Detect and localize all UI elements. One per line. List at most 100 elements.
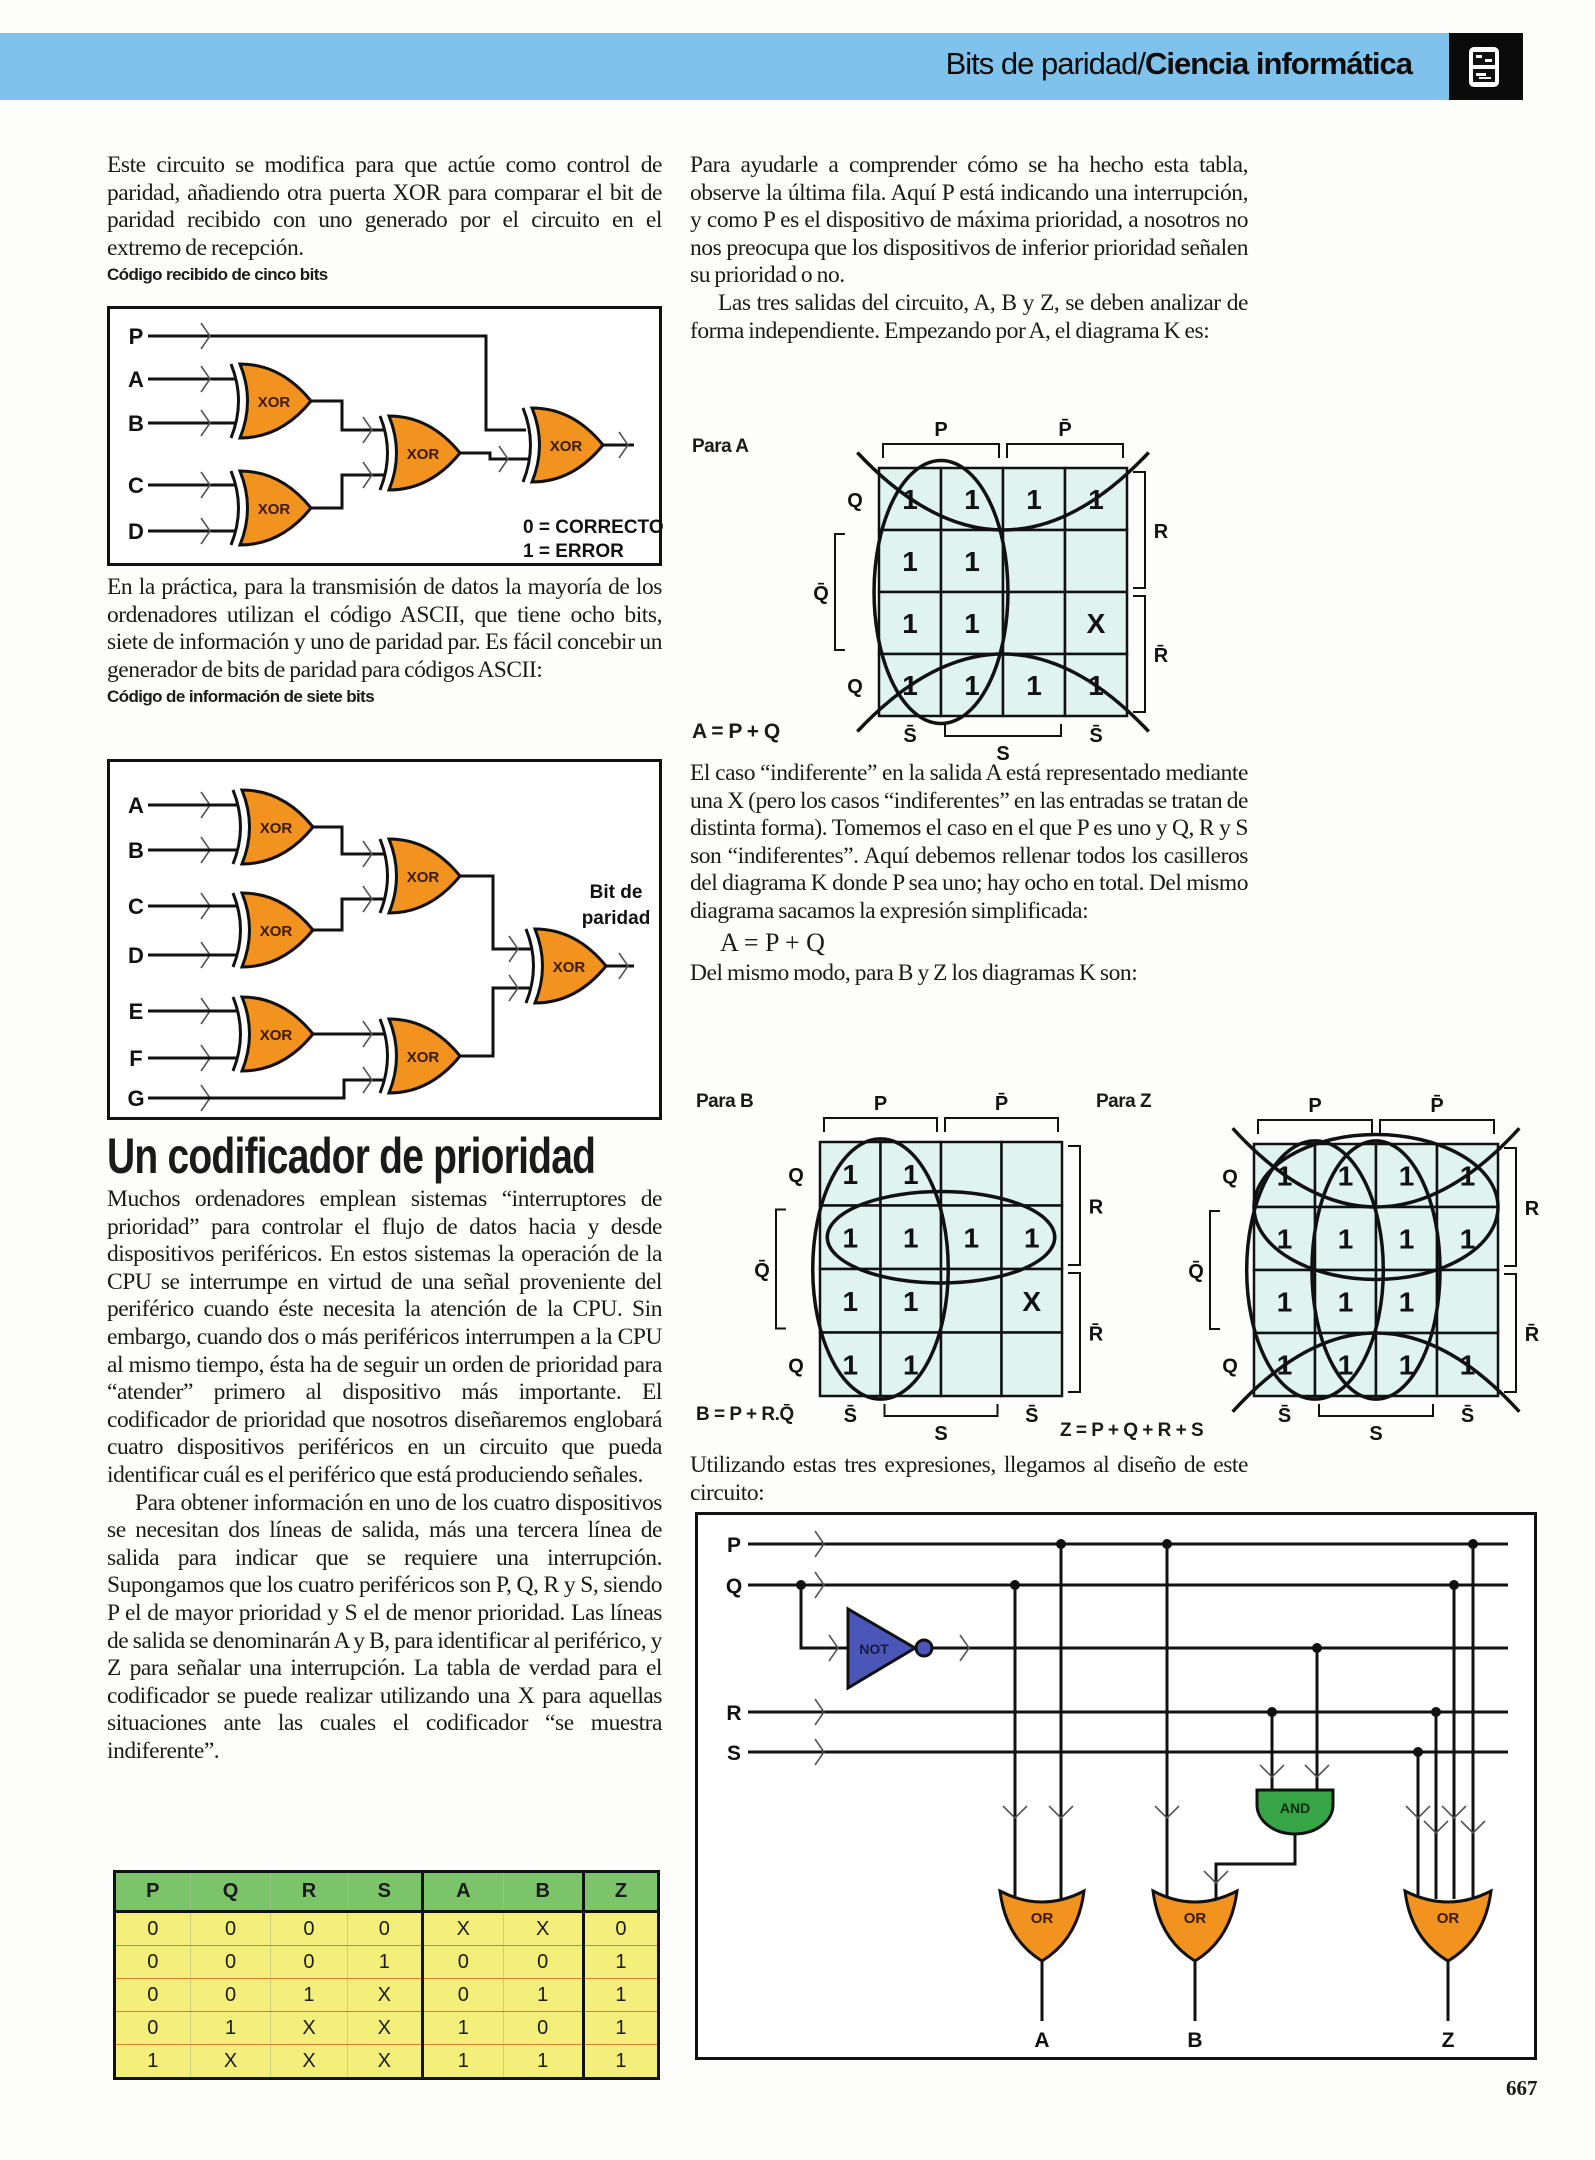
xor-back-curve bbox=[521, 407, 532, 483]
junction-dot bbox=[1449, 1580, 1459, 1590]
input-label-b: B bbox=[128, 838, 144, 863]
arrow-right-icon bbox=[508, 935, 519, 963]
left-ascii-block: En la práctica, para la transmisión de d… bbox=[107, 574, 662, 708]
xor-body bbox=[237, 362, 313, 440]
xor-body bbox=[239, 995, 315, 1073]
table-cell: 1 bbox=[422, 2044, 504, 2079]
kmap-cell bbox=[877, 528, 943, 594]
arrow-down-icon bbox=[1048, 1805, 1074, 1820]
xor-body bbox=[239, 788, 315, 866]
arrow-right-icon bbox=[508, 974, 519, 1002]
kmap-bottom-label: S̄ bbox=[903, 725, 916, 747]
kmap-left-label: Q bbox=[1222, 1356, 1238, 1378]
kmap-cell bbox=[1000, 1140, 1064, 1207]
kmap-b-equation: B = P + R.Q̄ bbox=[696, 1404, 794, 1425]
bracket-not-r bbox=[1504, 1273, 1517, 1393]
kmap-cell-value: 1 bbox=[1460, 1224, 1476, 1255]
arrow-right-icon bbox=[362, 840, 373, 868]
kmap-top-label: P̄ bbox=[1058, 419, 1071, 441]
table-cell: X bbox=[347, 1978, 425, 2012]
priority-paragraph: Muchos ordenadores emplean sistemas “int… bbox=[107, 1186, 662, 1488]
or-gate bbox=[1403, 1888, 1493, 1963]
table-cell: 1 bbox=[583, 2011, 660, 2045]
arrow-right-icon bbox=[200, 471, 211, 499]
kmap-cell-value: 1 bbox=[1399, 1161, 1415, 1192]
outputs-analysis-paragraph: Las tres salidas del circuito, A, B y Z,… bbox=[690, 289, 1248, 344]
wire-p bbox=[148, 334, 526, 432]
table-cell: 0 bbox=[270, 1945, 348, 1979]
xor-back-curve bbox=[378, 415, 389, 491]
arrow-right-icon bbox=[814, 1738, 825, 1766]
section-heading: Un codificador de prioridad bbox=[107, 1128, 596, 1184]
input-label-r: R bbox=[726, 1702, 741, 1725]
bracket-not-q bbox=[775, 1208, 786, 1330]
wire bbox=[460, 874, 531, 951]
wire bbox=[313, 825, 385, 856]
kmap-bottom-label: S̄ bbox=[844, 1405, 857, 1427]
arrow-right-icon bbox=[814, 1571, 825, 1599]
junction-dot bbox=[1010, 1580, 1020, 1590]
arrow-down-icon bbox=[1405, 1805, 1431, 1820]
kmap-bottom-label: S bbox=[934, 1423, 947, 1445]
equation-a: A = P + Q bbox=[720, 927, 825, 957]
xor-gate: XOR bbox=[524, 927, 608, 1005]
not-gate bbox=[846, 1606, 918, 1691]
kmap-cell-value: 1 bbox=[1026, 484, 1042, 515]
bracket-not-r bbox=[1068, 1272, 1081, 1393]
kmap-left-label: Q̄ bbox=[813, 583, 829, 605]
kmap-cell-value: 1 bbox=[1277, 1224, 1293, 1255]
xor-label: XOR bbox=[260, 923, 293, 940]
arrow-right-icon bbox=[498, 445, 509, 473]
running-title: Bits de paridad/Ciencia informática bbox=[946, 46, 1413, 82]
kmap-bottom-label: S̄ bbox=[1025, 1405, 1038, 1427]
kmap-cell-value: 1 bbox=[1399, 1350, 1415, 1381]
table-cell: 1 bbox=[190, 2011, 272, 2045]
kmap-cell bbox=[1252, 1268, 1317, 1335]
kmap-left-label: Q bbox=[788, 1355, 804, 1377]
page-number: 667 bbox=[1506, 2076, 1538, 2100]
arrow-right-icon bbox=[959, 1634, 970, 1662]
xor-gate: XOR bbox=[378, 414, 462, 492]
table-cell: 1 bbox=[583, 1978, 660, 2012]
kmap-cell-value: 1 bbox=[903, 1159, 919, 1190]
input-label-g: G bbox=[127, 1086, 144, 1111]
junction-dot bbox=[1162, 1539, 1172, 1549]
bracket-s bbox=[1318, 1404, 1434, 1417]
kmap-cell-value: 1 bbox=[1024, 1222, 1040, 1253]
wire bbox=[311, 473, 385, 510]
or-gate bbox=[998, 1888, 1086, 1963]
table-cell: 1 bbox=[583, 1945, 660, 1979]
arrow-right-icon bbox=[618, 431, 629, 459]
arrow-down-icon bbox=[1002, 1805, 1028, 1820]
bracket-not-p bbox=[944, 1117, 1059, 1132]
kmap-cell-value: 1 bbox=[1338, 1350, 1354, 1381]
kmap-cell-value: 1 bbox=[1399, 1224, 1415, 1255]
kmap-bottom-label: S̄ bbox=[1089, 725, 1102, 747]
or-label: OR bbox=[1184, 1910, 1207, 1927]
kmap-loop bbox=[872, 458, 1010, 726]
table-cell: 0 bbox=[190, 1945, 272, 1979]
not-bubble bbox=[914, 1638, 934, 1658]
kmap-loop bbox=[1252, 1132, 1500, 1282]
input-label-b: B bbox=[128, 411, 144, 436]
wire-g bbox=[148, 1078, 385, 1100]
arrow-right-icon bbox=[200, 365, 211, 393]
right-circuit-intro-block: Utilizando estas tres expresiones, llega… bbox=[690, 1452, 1248, 1507]
figure-caption-seven-bit: Código de información de siete bits bbox=[107, 687, 375, 707]
kmap-cell bbox=[1000, 1204, 1064, 1271]
kmap-top-label: P bbox=[934, 419, 947, 441]
input-label-c: C bbox=[128, 473, 144, 498]
kmap-right-label: R̄ bbox=[1525, 1324, 1540, 1346]
output-label-z: Z bbox=[1442, 2029, 1455, 2052]
kmap-loop-wrap-bottom bbox=[856, 652, 1150, 733]
xor-gate: XOR bbox=[521, 406, 605, 484]
right-dont-care-block: El caso “indiferente” en la salida A est… bbox=[690, 760, 1248, 987]
junction-dot bbox=[1312, 1643, 1322, 1653]
